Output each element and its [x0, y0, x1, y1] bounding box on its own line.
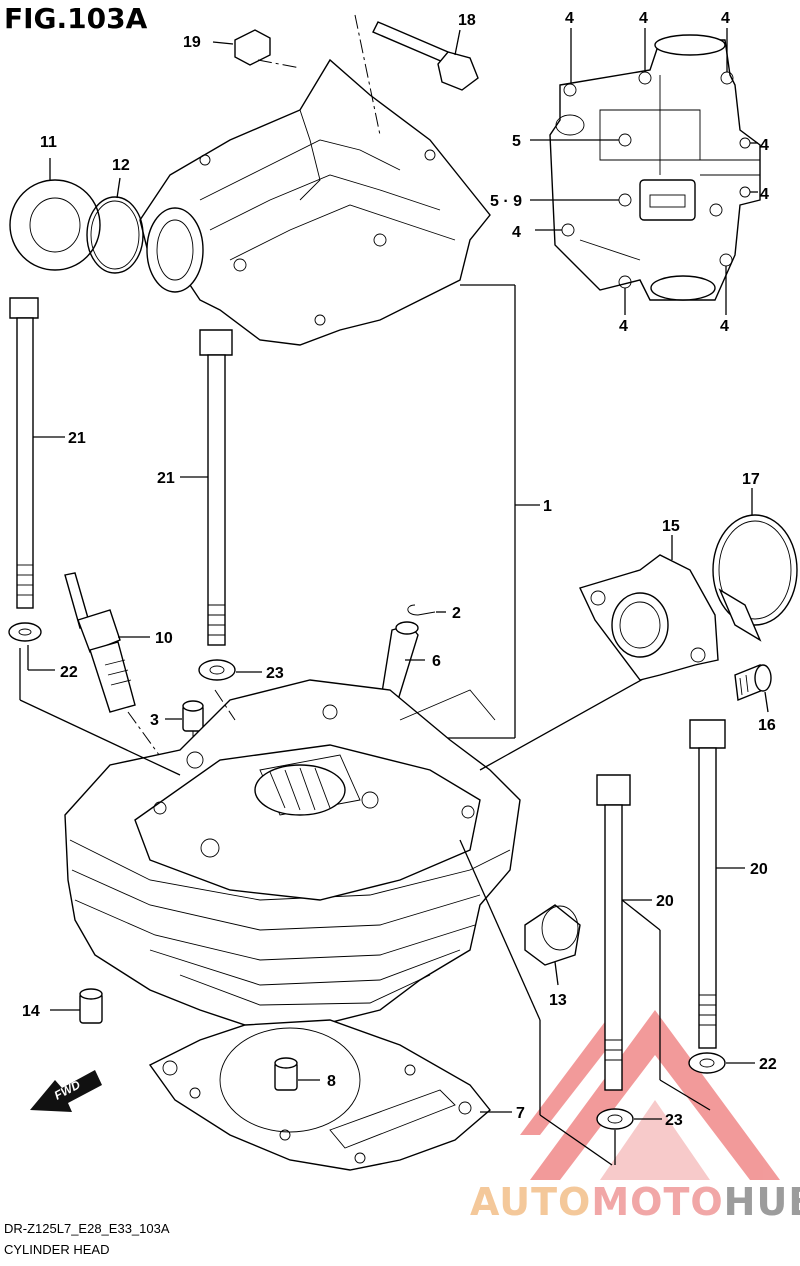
part-10-spark-plug — [64, 572, 171, 771]
part-13-plug — [524, 904, 581, 986]
label-20-right: 20 — [750, 861, 768, 878]
label-20-center: 20 — [656, 893, 674, 910]
part-20-bolt-center — [596, 774, 711, 1111]
label-22-left: 22 — [60, 664, 78, 681]
part-14-dowel — [50, 988, 103, 1024]
label-6: 6 — [432, 653, 441, 670]
watermark-brand-text: AUTOMOTOHUB — [470, 1180, 800, 1224]
part-21-stud-left — [9, 297, 65, 609]
label-3: 3 — [150, 712, 159, 729]
label-4-h: 4 — [720, 318, 729, 335]
brand-part-moto: MOTO — [591, 1180, 724, 1224]
label-11: 11 — [40, 134, 57, 151]
part-23-washer-center — [198, 659, 262, 681]
label-17: 17 — [742, 471, 760, 488]
label-4-b: 4 — [639, 10, 648, 27]
label-23-right: 23 — [665, 1112, 683, 1129]
label-21-left: 21 — [68, 430, 86, 447]
part-8-dowel — [274, 1057, 320, 1091]
part-22-washer-left — [8, 622, 55, 671]
label-5: 5 — [512, 133, 521, 150]
label-4-a: 4 — [565, 10, 574, 27]
part-3-dowel — [165, 700, 204, 780]
label-4-c: 4 — [721, 10, 730, 27]
label-12: 12 — [112, 157, 130, 174]
label-14: 14 — [22, 1003, 40, 1020]
label-2: 2 — [452, 605, 461, 622]
cylinder-head-part — [19, 648, 696, 1031]
label-19: 19 — [183, 34, 201, 51]
label-8: 8 — [327, 1073, 336, 1090]
part-19-plug — [212, 29, 301, 69]
part-20-bolt-right — [689, 719, 745, 1049]
label-1: 1 — [543, 498, 552, 515]
label-5-9: 5 · 9 — [490, 193, 522, 210]
label-15: 15 — [662, 518, 680, 535]
brand-part-auto: AUTO — [470, 1180, 592, 1224]
part-21-stud-center — [180, 329, 233, 646]
label-4-d: 4 — [512, 224, 521, 241]
part-6-valve-guide — [379, 621, 425, 706]
label-4-f: 4 — [760, 186, 769, 203]
part-12-o-ring — [86, 177, 144, 274]
fwd-arrow-icon: FWD — [30, 1070, 102, 1112]
label-4-e: 4 — [760, 137, 769, 154]
diagram-code: DR-Z125L7_E28_E33_103A — [4, 1221, 170, 1236]
label-10: 10 — [155, 630, 173, 647]
label-16: 16 — [758, 717, 776, 734]
brand-part-hub: HUB — [723, 1180, 800, 1224]
label-23-center: 23 — [266, 665, 284, 682]
label-21-center: 21 — [157, 470, 175, 487]
label-4-g: 4 — [619, 318, 628, 335]
part-7-gasket — [148, 839, 613, 1171]
head-cover-part — [139, 58, 491, 346]
figure-title: FIG.103A — [4, 2, 148, 35]
part-22-washer-right — [688, 1052, 755, 1074]
label-13: 13 — [549, 992, 567, 1009]
part-11-cap — [9, 158, 101, 271]
part-17-clamp — [712, 488, 798, 642]
watermark-logo-icon — [520, 1010, 780, 1180]
callout-labels: 19 18 11 12 4 4 4 5 5 · 9 4 4 4 4 4 21 2… — [22, 10, 777, 1129]
label-7: 7 — [516, 1105, 525, 1122]
label-18: 18 — [458, 12, 476, 29]
part-18-bolt — [354, 14, 479, 136]
part-15-intake-pipe — [579, 535, 719, 681]
part-16-screw — [734, 664, 772, 713]
part-23-washer-right — [596, 1108, 662, 1165]
diagram-name: CYLINDER HEAD — [4, 1242, 110, 1257]
label-22-right: 22 — [759, 1056, 777, 1073]
head-cover-top-view — [530, 28, 761, 315]
